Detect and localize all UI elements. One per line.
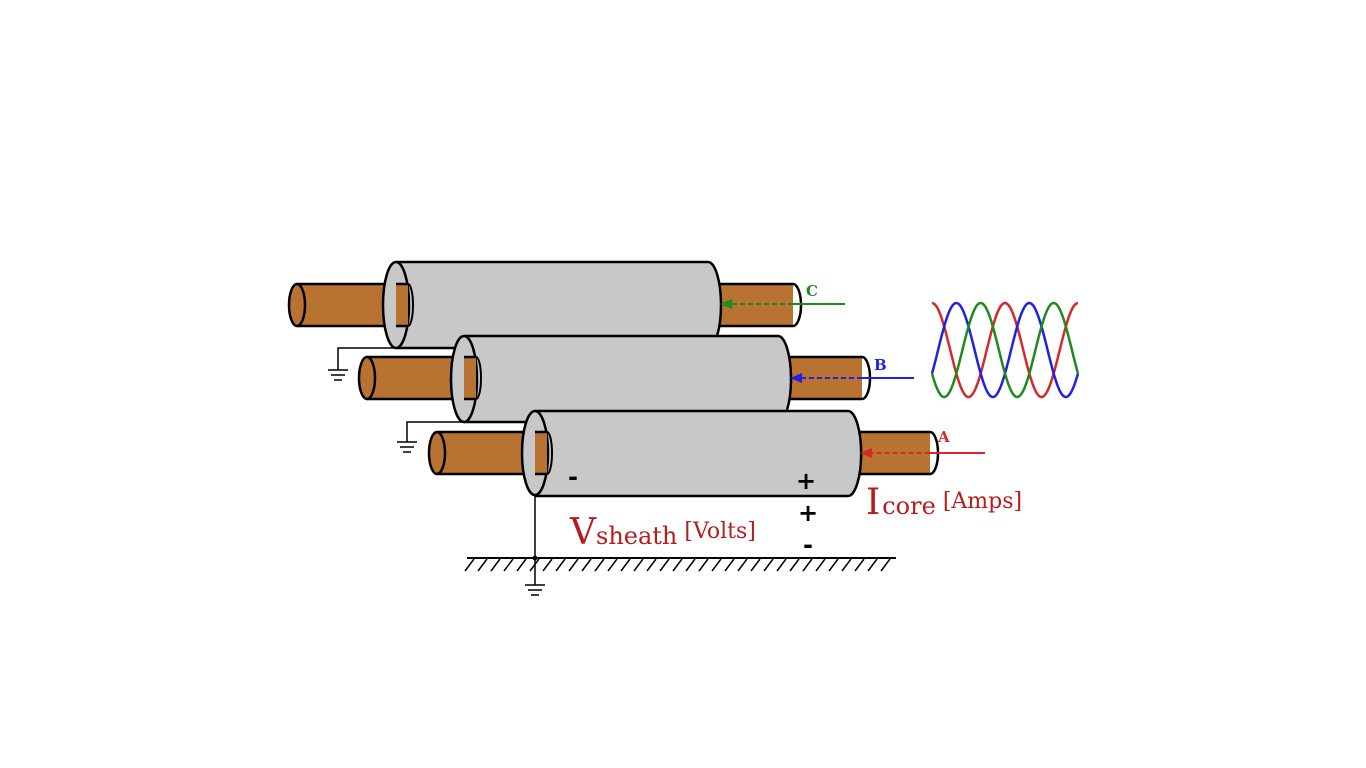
terminal-minus-sign: - — [803, 531, 813, 559]
sheath-plus-sign: + — [796, 467, 816, 495]
core-current-label: Icore[Amps] — [866, 482, 1022, 523]
cable-b-core-end-left — [357, 355, 377, 401]
phase-c-label: C — [806, 282, 818, 300]
ground-symbol-icon — [328, 369, 348, 381]
three-phase-waveform-icon — [930, 301, 1080, 399]
cable-c-sheath — [396, 262, 708, 348]
cable-a: A - + — [427, 409, 985, 596]
ground-symbol-icon — [397, 441, 417, 453]
ground-symbol-icon — [525, 584, 545, 596]
sheath-voltage-label: Vsheath[Volts] — [569, 512, 756, 553]
phase-a-label: A — [937, 428, 950, 446]
terminal-plus-sign: + — [798, 499, 818, 527]
earth-hatch-icon — [464, 557, 896, 572]
cable-c-core-end-left — [287, 282, 307, 328]
phase-b-label: B — [874, 356, 887, 374]
cable-b-sheath — [464, 336, 778, 422]
cable-a-core-end-left — [427, 430, 447, 476]
wave-phase-c — [930, 301, 1080, 399]
sheath-minus-sign: - — [568, 463, 578, 491]
cable-b: B — [357, 334, 914, 453]
cable-a-sheath — [535, 411, 848, 496]
